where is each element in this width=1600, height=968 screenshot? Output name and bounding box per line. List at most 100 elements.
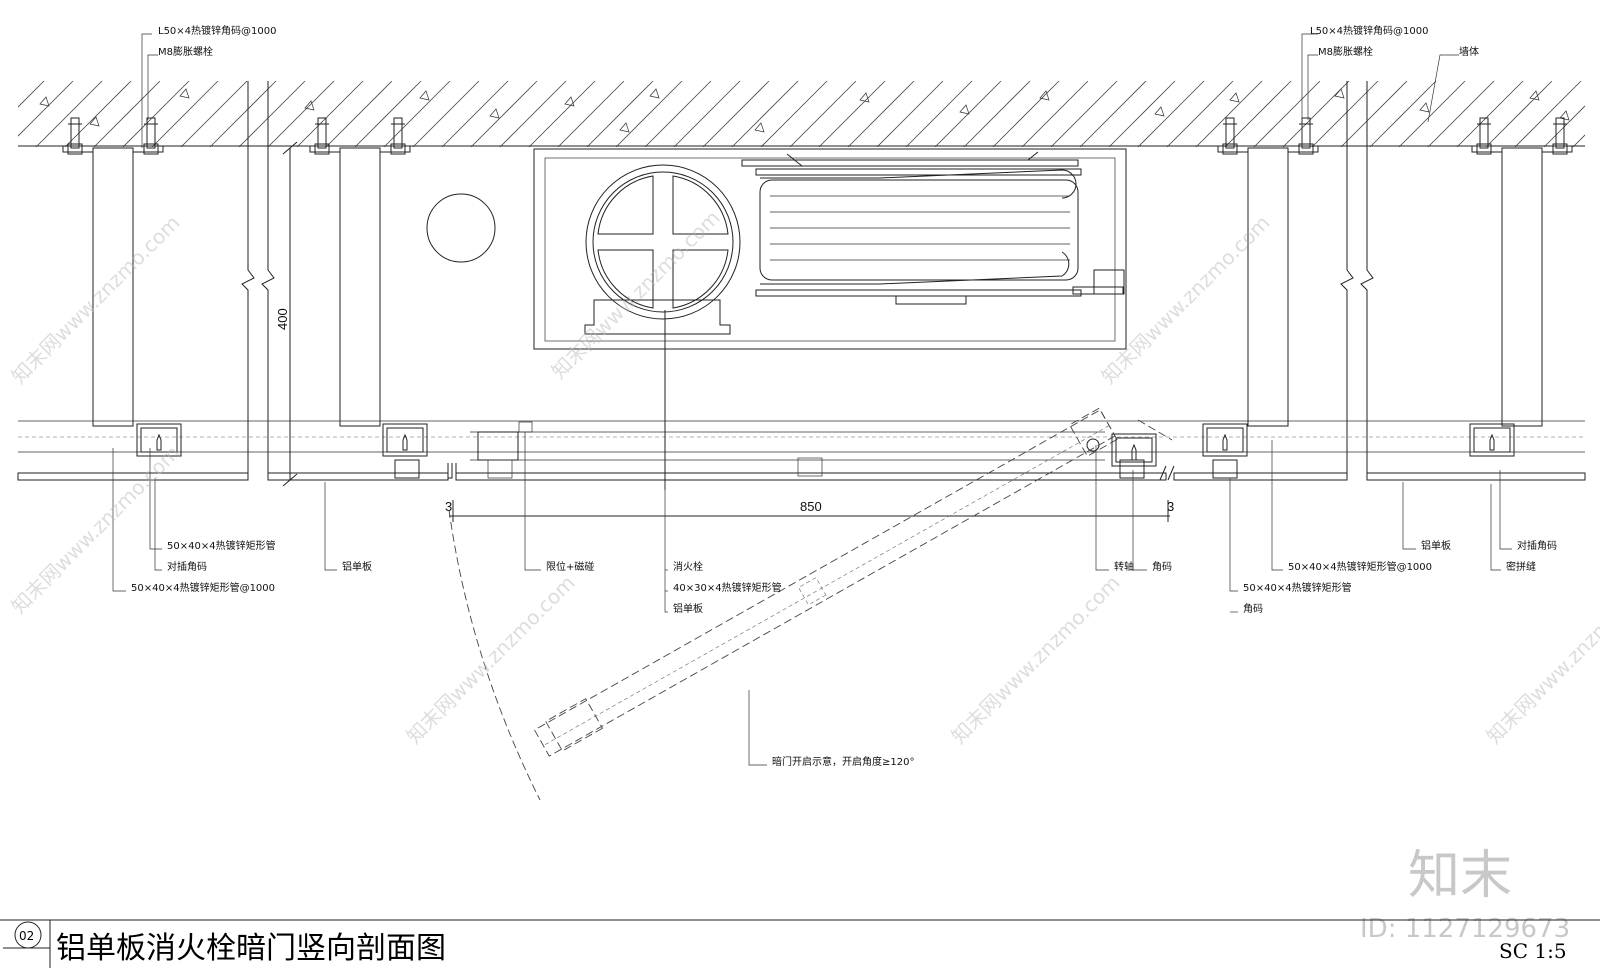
hatch-line (296, 81, 364, 147)
hatch-line (1369, 81, 1437, 147)
hatch-line (238, 81, 306, 147)
tube-section-inner (1115, 437, 1153, 463)
expansion-bolt (1225, 117, 1235, 149)
hatch-line (731, 81, 799, 147)
leader-line (748, 690, 767, 766)
watermarks: 知末网www.znzmo.com 知末网www.znzmo.com 知末网www… (7, 206, 1600, 944)
watermark-brand: 知末 (1408, 846, 1512, 906)
hatch-line (209, 81, 277, 147)
aggregate-mark (1334, 88, 1345, 99)
tube-section (1111, 433, 1157, 467)
aggregate-mark (1154, 106, 1165, 117)
label-top-right-angle: L50×4热镀锌角码@1000 (1310, 24, 1429, 37)
label-top-left-angle: L50×4热镀锌角码@1000 (158, 24, 277, 37)
hatch-line (499, 81, 567, 147)
label-tube-right: 50×40×4热镀锌矩形管 (1243, 581, 1352, 594)
hatch-line (818, 81, 886, 147)
dim-3-right: 3 (1167, 499, 1174, 514)
vertical-hangers (92, 147, 1543, 427)
aluminum-panels (17, 463, 1586, 481)
leader-line (147, 54, 158, 120)
hose-reel (584, 164, 741, 335)
watermark-text: 知末网www.znzmo.com (947, 571, 1125, 749)
watermark-text: 知末网www.znzmo.com (7, 211, 185, 389)
label-insert-left: 对插角码 (167, 560, 207, 573)
dim-850-text: 850 (800, 499, 822, 514)
bolt-nut (67, 143, 83, 155)
label-panel-right: 铝单板 (1421, 539, 1451, 552)
tube-bolt (1131, 443, 1137, 461)
horizontal-runner (18, 420, 1585, 453)
expansion-bolt (317, 117, 327, 149)
watermark-id: ID: 1127129673 (1360, 914, 1570, 944)
tube-section-inner (1473, 427, 1511, 453)
label-tube-40: 40×30×4热镀锌矩形管 (673, 581, 782, 594)
tube-section-inner (386, 427, 424, 453)
hydrant-cabinet (533, 148, 1127, 490)
scale-label: SC 1:5 (1499, 939, 1567, 963)
expansion-bolt (1555, 117, 1565, 149)
hatch-line (93, 81, 161, 147)
watermark-text: 知末网www.znzmo.com (1482, 571, 1600, 749)
angle-bracket (309, 146, 411, 153)
hatch-line (760, 81, 828, 147)
bolt-nut (143, 143, 159, 155)
dimension-850: 850 3 3 (445, 499, 1174, 522)
connector-plate (1119, 459, 1145, 479)
expansion-bolt (1479, 117, 1489, 149)
label-top-left-bolt: M8膨胀螺栓 (158, 45, 213, 58)
label-door-note: 暗门开启示意，开启角度≥120° (772, 755, 914, 768)
leader-line (1490, 484, 1501, 571)
expansion-bolt (393, 117, 403, 149)
hatch-line (586, 81, 654, 147)
hatch-line (1224, 81, 1292, 147)
hatch-line (1166, 81, 1234, 147)
label-tube-right-1000: 50×40×4热镀锌矩形管@1000 (1288, 560, 1432, 573)
bolt-nut (1552, 143, 1568, 155)
hatch-line (412, 81, 480, 147)
hatch-line (644, 81, 712, 147)
hatch-line (0, 81, 15, 147)
label-corner-right: 角码 (1243, 603, 1263, 615)
hatch-line (963, 81, 1031, 147)
leader-line (1301, 33, 1318, 148)
label-corner-mid: 角码 (1152, 561, 1172, 573)
aggregate-mark (1419, 102, 1430, 113)
connector-plate (394, 459, 420, 479)
hatch-line (1543, 105, 1585, 147)
aggregate-mark (959, 104, 970, 115)
leader-line (524, 432, 541, 571)
aggregate-mark (304, 100, 315, 111)
break-lines (241, 81, 1374, 480)
leader-line (664, 482, 668, 613)
hatch-line (615, 81, 683, 147)
hatch-line (1572, 134, 1585, 147)
tube-section (136, 423, 182, 457)
hatch-line (702, 81, 770, 147)
label-tube-left: 50×40×4热镀锌矩形管 (167, 539, 276, 552)
hatch-line (18, 81, 45, 108)
tube-section-inner (140, 427, 178, 453)
hatch-line (325, 81, 393, 147)
hatch-line (151, 81, 219, 147)
hatch-line (557, 81, 625, 147)
tube-section (1202, 423, 1248, 457)
tube-bolt (1222, 433, 1228, 451)
hatch-line (1253, 81, 1321, 147)
tube-bolt (1489, 433, 1495, 451)
leader-line (1307, 54, 1318, 120)
leader-line (1132, 470, 1147, 571)
tube-bolt (156, 433, 162, 451)
tube-section-inner (1206, 427, 1244, 453)
leader-line (149, 448, 162, 550)
hatch-line (64, 81, 132, 147)
label-pivot: 转轴 (1114, 560, 1134, 573)
label-limit-magnet: 限位+磁碰 (546, 560, 594, 573)
title-block: 02 铝单板消火栓暗门竖向剖面图 SC 1:5 (0, 919, 1600, 968)
tube-section (1469, 423, 1515, 457)
hatch-line (1340, 81, 1408, 147)
expansion-bolt (70, 117, 80, 149)
label-seal-joint: 密拼缝 (1506, 560, 1536, 573)
anchor-brackets (62, 117, 1573, 155)
leader-lines (112, 33, 1512, 766)
